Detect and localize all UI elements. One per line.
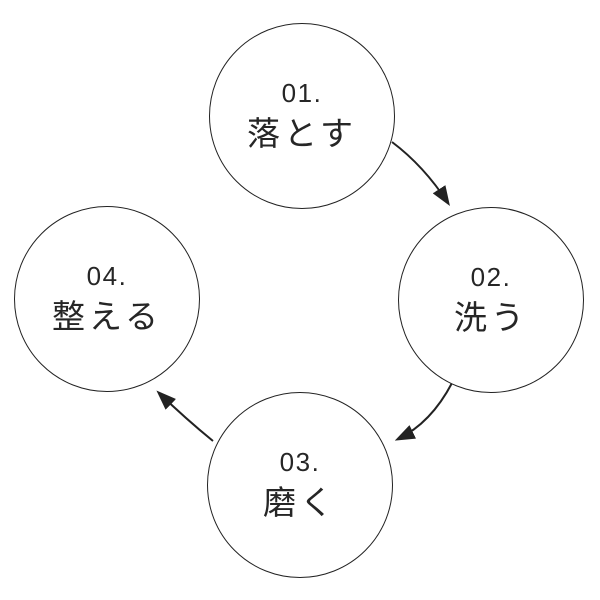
step-2-label: 洗う	[454, 299, 528, 336]
step-3-label: 磨く	[263, 484, 337, 521]
step-4-label: 整える	[51, 298, 162, 335]
step-circle-2: 02. 洗う	[398, 207, 584, 393]
step-3-number: 03.	[279, 447, 321, 477]
step-circle-4: 04. 整える	[14, 206, 200, 392]
step-4-number: 04.	[86, 261, 128, 291]
step-1-number: 01.	[281, 78, 323, 108]
step-2-number: 02.	[470, 262, 512, 292]
arrow-01-to-02-icon	[391, 141, 450, 207]
step-1-label: 落とす	[246, 115, 357, 152]
step-circle-1: 01. 落とす	[209, 23, 395, 209]
arrow-03-to-04-icon	[156, 390, 214, 442]
arrow-02-to-03-icon	[394, 382, 453, 441]
step-circle-3: 03. 磨く	[207, 392, 393, 578]
